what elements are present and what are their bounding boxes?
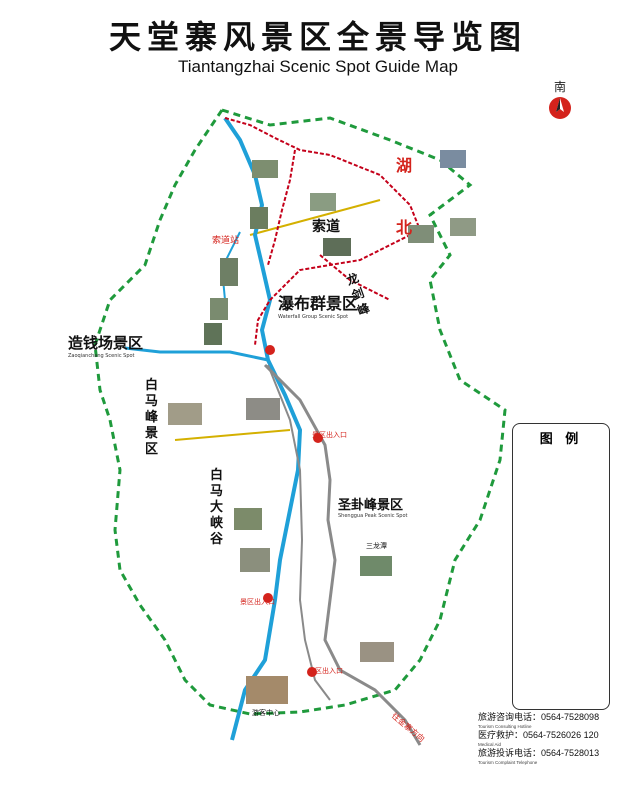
contact-complaint: 旅游投诉电话：0564-7528013 Tourism Complaint Te… bbox=[478, 748, 634, 766]
scenic-photo bbox=[310, 193, 336, 211]
scenic-photo bbox=[246, 676, 288, 704]
cableway-station-label: 索道站 bbox=[212, 236, 240, 246]
scenic-photo bbox=[234, 508, 262, 530]
scenic-photo bbox=[360, 642, 394, 662]
entrance-label: 景区出入口 bbox=[240, 598, 275, 606]
region-name: 造钱场景区 bbox=[68, 334, 144, 352]
scenic-photo bbox=[360, 556, 392, 576]
contact-info: 旅游咨询电话：0564-7528098 Tourism Consulting H… bbox=[478, 712, 634, 766]
contact-tourism: 旅游咨询电话：0564-7528098 Tourism Consulting H… bbox=[478, 712, 634, 730]
region-label-hubei: 湖北 bbox=[396, 156, 413, 237]
entrance-label: 景区出入口 bbox=[308, 667, 343, 675]
scenic-photo bbox=[204, 323, 222, 345]
region-name: 圣卦峰景区 bbox=[338, 498, 404, 513]
cableway-line-2 bbox=[174, 429, 291, 441]
contact-label-en: Tourism Complaint Telephone bbox=[478, 760, 538, 765]
scenic-photo bbox=[220, 258, 238, 286]
scenic-photo bbox=[250, 207, 268, 229]
scenic-photo bbox=[240, 548, 270, 572]
contact-label: 医疗救护： bbox=[478, 730, 524, 740]
scenic-photo bbox=[440, 150, 466, 168]
river-branch bbox=[124, 346, 269, 362]
region-label-suodao: 索道 bbox=[312, 219, 340, 235]
contact-label: 旅游咨询电话： bbox=[478, 712, 542, 722]
contact-phone[interactable]: 0564-7526026 120 bbox=[523, 730, 599, 740]
contact-label: 旅游投诉电话： bbox=[478, 748, 542, 758]
river bbox=[223, 116, 303, 741]
map-legend: 图 例 bbox=[512, 423, 610, 710]
region-name-en: Shenggua Peak Scenic Spot bbox=[338, 513, 408, 519]
compass: 南 bbox=[540, 78, 580, 125]
region-label-shengua: 圣卦峰景区 Shenggua Peak Scenic Spot bbox=[338, 494, 407, 519]
region-label-waterfall: 瀑布群景区 Waterfall Group Scenic Spot bbox=[278, 290, 358, 320]
scenic-photo bbox=[210, 298, 228, 320]
contact-phone[interactable]: 0564-7528098 bbox=[541, 712, 600, 722]
tourist-center-label: 游客中心 bbox=[252, 709, 280, 717]
map-title-chinese: 天堂寨风景区全景导览图 bbox=[108, 18, 527, 56]
scenic-photo bbox=[168, 403, 202, 425]
scenic-photo bbox=[408, 225, 434, 243]
contact-phone[interactable]: 0564-7528013 bbox=[541, 748, 600, 758]
poi-marker bbox=[307, 667, 317, 677]
entrance-label: 景区出入口 bbox=[312, 431, 347, 439]
contact-label-en: Medical Aid bbox=[478, 742, 502, 747]
contact-label-en: Tourism Consulting Hotline bbox=[478, 724, 532, 729]
poi-marker bbox=[313, 433, 323, 443]
scenic-photo bbox=[252, 160, 278, 178]
compass-arrow-icon bbox=[549, 97, 571, 119]
poi-marker bbox=[263, 593, 273, 603]
contact-medical: 医疗救护：0564-7526026 120 Medical Aid bbox=[478, 730, 634, 748]
scenic-photo bbox=[246, 398, 280, 420]
map-title-english: Tiantangzhai Scenic Spot Guide Map bbox=[177, 57, 459, 76]
region-name-en: Waterfall Group Scenic Spot bbox=[278, 314, 349, 320]
hiking-trail-3 bbox=[319, 254, 391, 301]
poi-marker bbox=[265, 345, 275, 355]
region-label-baimafeng: 白马峰景区 bbox=[145, 378, 159, 457]
sanlongtan-label: 三龙潭 bbox=[366, 542, 387, 550]
region-label-baimacanyon: 白马大峡谷 bbox=[210, 468, 224, 547]
region-name-en: Zaoqianchang Scenic Spot bbox=[68, 353, 135, 359]
park-boundary bbox=[93, 108, 507, 716]
compass-label: 南 bbox=[553, 80, 566, 94]
region-label-zaoqianchang: 造钱场景区 Zaoqianchang Scenic Spot bbox=[68, 332, 143, 359]
hiking-trail-2 bbox=[267, 149, 296, 266]
scenic-photo bbox=[323, 238, 351, 256]
region-name: 瀑布群景区 bbox=[278, 294, 359, 313]
legend-title: 图 例 bbox=[539, 432, 583, 447]
scenic-photo bbox=[450, 218, 476, 236]
cableway-line bbox=[249, 199, 381, 236]
